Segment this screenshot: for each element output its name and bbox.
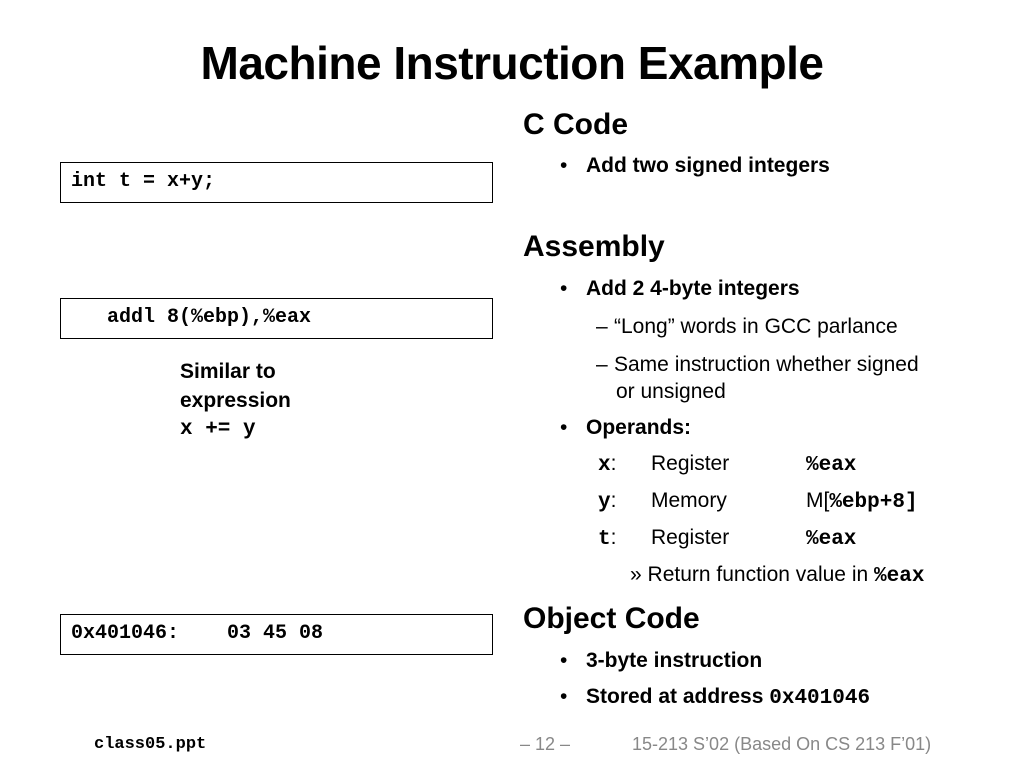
object-code-bullet-1: • 3-byte instruction: [560, 649, 762, 673]
dash-marker: –: [596, 353, 608, 376]
bullet-dot: •: [560, 685, 568, 708]
assembly-sub-1-text: “Long” words in GCC parlance: [614, 315, 898, 338]
operand-loc-value: %eax: [806, 454, 857, 477]
assembly-code-box: addl 8(%ebp),%eax: [60, 298, 493, 339]
operand-name: x: [598, 454, 611, 477]
slide-title: Machine Instruction Example: [200, 37, 824, 89]
object-code-bullet-1-text: 3-byte instruction: [586, 649, 763, 672]
note-line-2: expression: [180, 389, 291, 412]
operand-location: %eax: [806, 452, 856, 477]
object-code-heading: Object Code: [523, 602, 700, 635]
object-code-bullet-2-text: Stored at address: [586, 685, 764, 708]
operand-loc-prefix: M[: [806, 489, 830, 512]
operand-colon: :: [610, 526, 617, 549]
object-code-box: 0x401046: 03 45 08: [60, 614, 493, 655]
operand-location: %eax: [806, 526, 856, 551]
operand-kind: Memory: [651, 489, 727, 512]
operand-row-x: x: Register %eax: [598, 452, 856, 477]
operand-loc-suffix: ]: [904, 491, 918, 514]
similar-note: Similar to expression x += y: [180, 357, 291, 444]
note-expression: x += y: [180, 418, 256, 441]
object-code-bullet-2: • Stored at address 0x401046: [560, 685, 870, 710]
dash-marker: –: [596, 315, 608, 338]
return-text: Return function value in: [647, 563, 869, 586]
c-code-heading: C Code: [523, 108, 628, 141]
footer-course: 15-213 S’02 (Based On CS 213 F’01): [632, 734, 932, 754]
return-note: » Return function value in %eax: [630, 563, 924, 588]
operand-colon: :: [610, 489, 617, 512]
assembly-sub-2-line-1: Same instruction whether signed: [614, 353, 919, 376]
c-code-box: int t = x+y;: [60, 162, 493, 203]
operand-loc-value: %ebp+8: [829, 491, 905, 514]
bullet-dot: •: [560, 154, 568, 177]
assembly-heading: Assembly: [523, 230, 665, 263]
operand-location: M[%ebp+8]: [806, 489, 918, 514]
assembly-bullet-1: • Add 2 4-byte integers: [560, 277, 800, 301]
assembly-bullet-1-text: Add 2 4-byte integers: [586, 277, 800, 300]
operand-loc-value: %eax: [806, 528, 857, 551]
assembly-bullet-2: • Operands:: [560, 416, 691, 440]
assembly-sub-2-line-2: or unsigned: [616, 380, 726, 403]
assembly-sub-2: –Same instruction whether signed or unsi…: [596, 351, 919, 405]
return-register: %eax: [874, 565, 925, 588]
footer-page-number: – 12 –: [520, 734, 571, 754]
operand-colon: :: [610, 452, 617, 475]
operand-row-y: y: Memory M[%ebp+8]: [598, 489, 918, 514]
return-marker: »: [630, 563, 642, 586]
operand-row-t: t: Register %eax: [598, 526, 856, 551]
assembly-bullet-2-text: Operands:: [586, 416, 692, 439]
bullet-dot: •: [560, 416, 568, 439]
assembly-sub-1: –“Long” words in GCC parlance: [596, 315, 898, 339]
footer-filename: class05.ppt: [94, 735, 207, 754]
operand-kind: Register: [651, 526, 730, 549]
object-code-address: 0x401046: [769, 687, 871, 710]
operand-name: t: [598, 528, 611, 551]
operand-kind: Register: [651, 452, 730, 475]
bullet-dot: •: [560, 277, 568, 300]
operand-name: y: [598, 491, 611, 514]
note-line-1: Similar to: [180, 360, 276, 383]
bullet-dot: •: [560, 649, 568, 672]
c-code-bullet: • Add two signed integers: [560, 154, 830, 178]
c-code-bullet-text: Add two signed integers: [586, 154, 830, 177]
